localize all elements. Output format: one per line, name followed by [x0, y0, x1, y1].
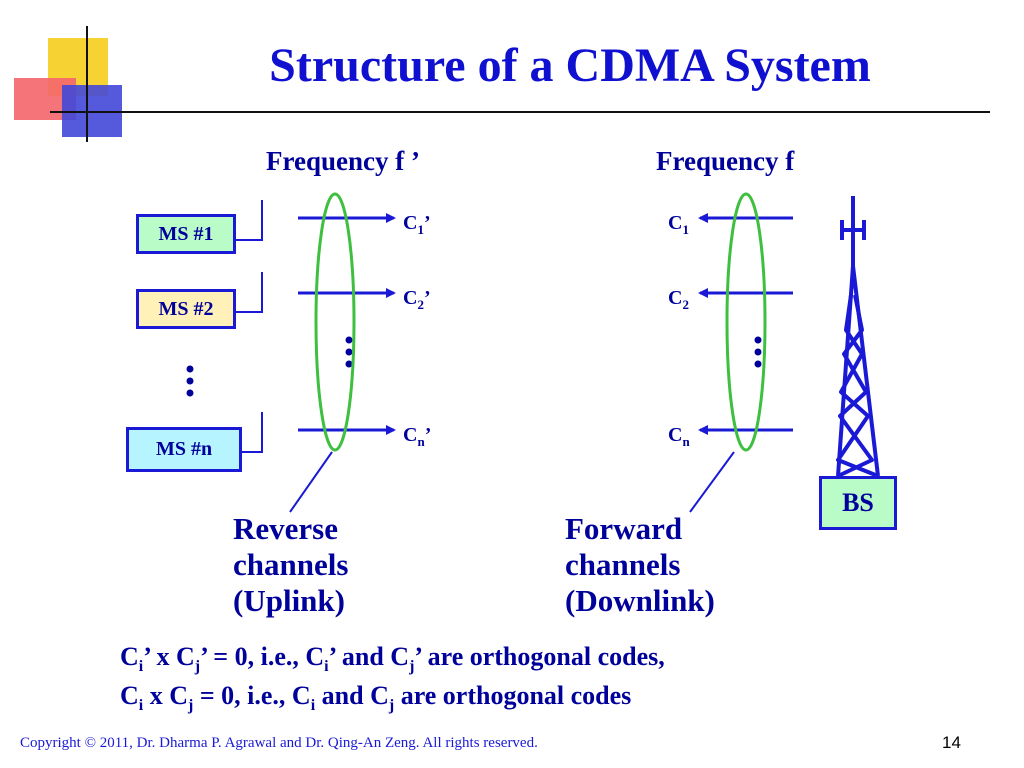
reverse-label-line2: channels	[233, 547, 349, 582]
uplink-frequency-label: Frequency f ’	[266, 146, 420, 176]
formula1-part2: ’ x C	[143, 642, 195, 671]
reverse-code-1-letter: C	[403, 212, 418, 234]
reverse-ellipsis	[345, 336, 353, 368]
formula2-part3: = 0, i.e., C	[193, 681, 311, 710]
formula1-sub1: i	[138, 658, 144, 676]
forward-ellipse	[725, 192, 767, 452]
reverse-code-2-subscript: 2	[417, 297, 424, 312]
formula1-part5: ’ are orthogonal codes,	[414, 642, 665, 671]
reverse-channels-label: Reverse channels (Uplink)	[233, 511, 348, 619]
forward-code-n-letter: C	[668, 424, 683, 446]
forward-code-2-subscript: 2	[682, 297, 689, 312]
forward-code-1-letter: C	[668, 212, 683, 234]
reverse-code-2: C2’	[403, 287, 431, 313]
reverse-label-line3: (Uplink)	[233, 583, 345, 618]
reverse-label-line1: Reverse	[233, 511, 338, 546]
orthogonality-formula-2: Ci x Cj = 0, i.e., Ci and Cj are orthogo…	[120, 681, 631, 715]
reverse-code-n-prime: ’	[424, 424, 432, 446]
formula1-sub4: j	[409, 658, 415, 676]
formula1-sub2: j	[194, 658, 201, 676]
reverse-code-1-subscript: 1	[417, 222, 424, 237]
forward-code-1: C1	[668, 212, 689, 238]
formula1-sub3: i	[324, 658, 329, 676]
formula2-part4: and C	[315, 681, 389, 710]
forward-channels-label: Forward channels (Downlink)	[565, 511, 715, 619]
forward-code-n-subscript: n	[682, 434, 690, 449]
mobile-ellipsis	[186, 365, 194, 397]
page-number: 14	[942, 733, 961, 752]
ms-1-box: MS #1	[136, 214, 236, 254]
reverse-code-n-subscript: n	[417, 434, 425, 449]
formula2-sub3: i	[310, 697, 316, 715]
forward-code-2: C2	[668, 287, 689, 313]
formula1-part3: ’ = 0, i.e., C	[200, 642, 325, 671]
ms-n-box: MS #n	[126, 427, 242, 472]
reverse-code-2-prime: ’	[423, 287, 431, 309]
forward-code-1-subscript: 1	[682, 222, 689, 237]
base-station-box: BS	[819, 476, 897, 530]
reverse-code-n-letter: C	[403, 424, 418, 446]
forward-code-2-letter: C	[668, 287, 683, 309]
ms2-connector	[236, 272, 263, 313]
copyright-footer: Copyright © 2011, Dr. Dharma P. Agrawal …	[20, 735, 538, 751]
formula2-sub2: j	[188, 697, 194, 715]
reverse-code-1: C1’	[403, 212, 431, 238]
formula1-part1: C	[120, 642, 139, 671]
reverse-code-2-letter: C	[403, 287, 418, 309]
downlink-frequency-label: Frequency f	[656, 146, 795, 176]
formula2-sub4: j	[388, 697, 395, 715]
reverse-code-n: Cn’	[403, 424, 431, 450]
forward-code-n: Cn	[668, 424, 690, 450]
orthogonality-formula-1: Ci’ x Cj’ = 0, i.e., Ci’ and Cj’ are ort…	[120, 642, 665, 676]
forward-label-line2: channels	[565, 547, 681, 582]
tower-icon	[836, 196, 880, 478]
forward-ellipsis	[754, 336, 762, 368]
formula2-part1: C	[120, 681, 139, 710]
msn-connector	[242, 412, 263, 453]
reverse-ellipse	[314, 192, 356, 452]
forward-label-line1: Forward	[565, 511, 683, 546]
ms-2-box: MS #2	[136, 289, 236, 329]
formula2-sub1: i	[138, 697, 144, 715]
page-title: Structure of a CDMA System	[269, 39, 871, 92]
ms1-connector	[236, 200, 263, 241]
formula2-part2: x C	[143, 681, 189, 710]
forward-label-line3: (Downlink)	[565, 583, 715, 618]
formula1-part4: ’ and C	[328, 642, 410, 671]
reverse-code-1-prime: ’	[423, 212, 431, 234]
formula2-part5: are orthogonal codes	[394, 681, 632, 710]
forward-pointer-line	[689, 451, 735, 513]
reverse-pointer-line	[289, 451, 333, 513]
